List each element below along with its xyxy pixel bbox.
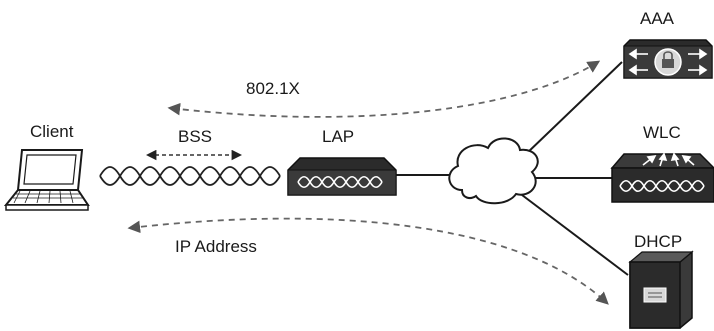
ip-address-label: IP Address bbox=[175, 238, 257, 255]
dot1x-label: 802.1X bbox=[246, 80, 300, 97]
laptop-icon bbox=[6, 150, 88, 210]
aaa-server-icon bbox=[624, 40, 712, 78]
wlc-label: WLC bbox=[643, 124, 681, 141]
wireless-signal-wave bbox=[100, 167, 280, 185]
link-cloud-dhcp bbox=[522, 195, 628, 275]
cloud-icon bbox=[449, 138, 537, 203]
aaa-label: AAA bbox=[640, 10, 674, 27]
lap-label: LAP bbox=[322, 128, 354, 145]
ip-address-flow-arrow bbox=[130, 219, 607, 303]
client-label: Client bbox=[30, 123, 73, 140]
dot1x-flow-arrow bbox=[170, 62, 598, 117]
bss-label: BSS bbox=[178, 128, 212, 145]
access-point-icon bbox=[288, 158, 396, 195]
wireless-lan-controller-icon bbox=[612, 154, 714, 202]
dhcp-server-icon bbox=[630, 252, 692, 328]
link-cloud-aaa bbox=[525, 62, 622, 155]
dhcp-label: DHCP bbox=[634, 233, 682, 250]
